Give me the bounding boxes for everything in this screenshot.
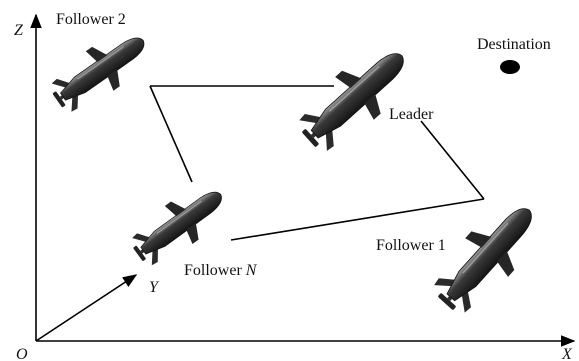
z-axis-label: Z <box>14 22 24 39</box>
follower2-vehicle <box>42 20 158 121</box>
follower1-label: Follower 1 <box>376 237 446 254</box>
y-axis-label: Y <box>149 279 160 296</box>
leader-label: Leader <box>389 106 434 123</box>
leader-vehicle <box>288 33 422 162</box>
followerN-label: Follower N <box>184 262 258 279</box>
follower1-vehicle <box>423 190 552 324</box>
followerN-label-var: N <box>245 262 258 279</box>
destination-marker <box>500 60 520 74</box>
y-axis <box>35 274 138 342</box>
link-leader-follower1 <box>420 120 485 200</box>
follower2-label: Follower 2 <box>56 11 126 28</box>
link-follower2-followerN <box>149 85 193 183</box>
link-follower1-followerN <box>230 198 485 241</box>
formation-links <box>149 85 485 241</box>
followerN-vehicle <box>123 174 236 275</box>
origin-label: O <box>16 346 28 361</box>
x-axis-label: X <box>561 346 573 361</box>
destination-label: Destination <box>477 36 551 53</box>
followerN-label-prefix: Follower <box>184 262 246 279</box>
